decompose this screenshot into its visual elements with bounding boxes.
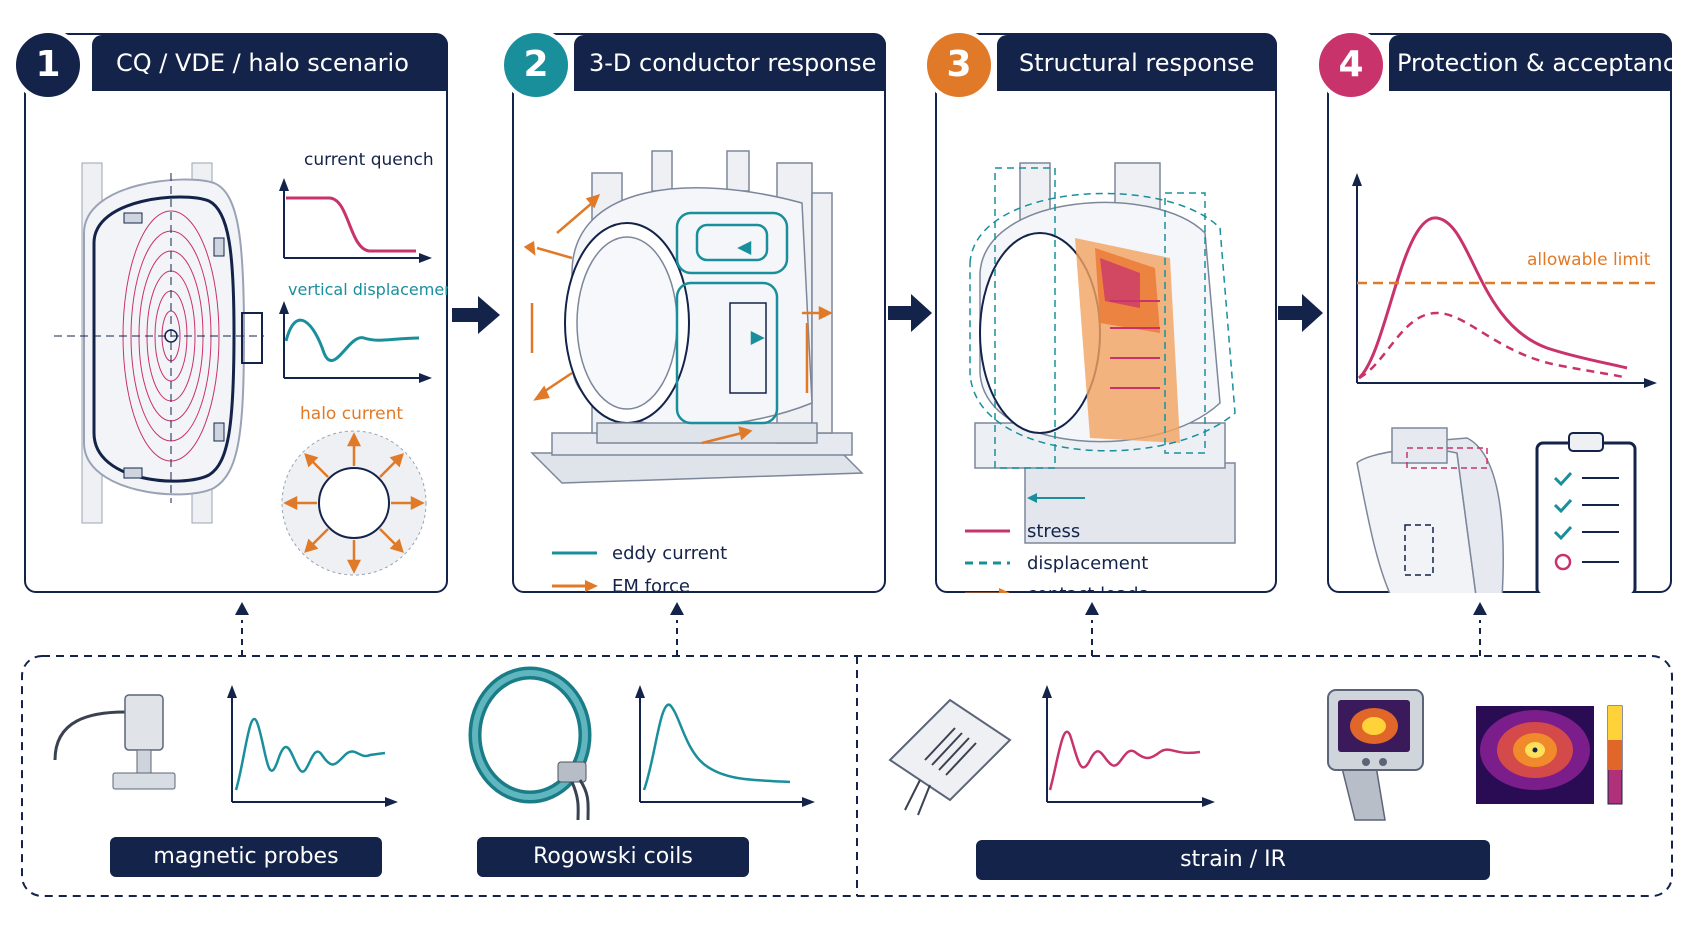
structural-response-illustration: stress displacement contact loads bbox=[965, 162, 1236, 593]
magnetic-probe-signal-plot bbox=[227, 685, 398, 807]
stress-arrows bbox=[1110, 300, 1160, 389]
step-2-panel: 3-D conductor response bbox=[512, 33, 886, 593]
magnetic-probes-label: magnetic probes bbox=[110, 837, 382, 877]
strain-ir-label: strain / IR bbox=[976, 840, 1490, 880]
step-1-panel: CQ / VDE / halo scenario bbox=[24, 33, 448, 593]
halo-current-diagram bbox=[281, 430, 427, 576]
protection-illustration: allowable limit bbox=[1352, 173, 1657, 593]
allowable-limit-label: allowable limit bbox=[1527, 250, 1651, 270]
stress-legend-label: stress bbox=[1027, 521, 1080, 542]
displacement-legend-label: displacement bbox=[1027, 553, 1148, 574]
rogowski-coil-icon bbox=[468, 666, 592, 821]
step-2-badge: 2 bbox=[500, 29, 572, 101]
conductor-3d-model bbox=[530, 150, 864, 484]
step-3-title: Structural response bbox=[1019, 49, 1255, 77]
step-4-header bbox=[1389, 35, 1672, 91]
eddy-current-legend-label: eddy current bbox=[612, 543, 727, 564]
rogowski-signal-plot bbox=[635, 685, 815, 807]
displacement-outline bbox=[969, 167, 1236, 469]
stress-heatmap bbox=[1075, 238, 1180, 443]
conductor-response-illustration: eddy current EM force bbox=[523, 150, 864, 593]
thermal-image-icon bbox=[1476, 705, 1623, 805]
checklist-icon bbox=[1535, 432, 1637, 593]
vertical-displacement-plot bbox=[279, 301, 432, 383]
eddy-current-loops bbox=[675, 211, 789, 425]
component-sketch bbox=[1356, 427, 1504, 593]
step-3-panel: Structural response stress bbox=[935, 33, 1277, 593]
step-1-badge: 1 bbox=[12, 29, 84, 101]
strain-gauge-icon bbox=[888, 698, 1012, 816]
magnetic-probe-icon bbox=[53, 694, 176, 790]
strain-signal-plot bbox=[1042, 685, 1215, 807]
step-1-header bbox=[92, 35, 448, 91]
current-quench-plot bbox=[279, 178, 432, 263]
halo-current-label: halo current bbox=[300, 404, 403, 424]
peak-load-plot bbox=[1352, 173, 1657, 388]
vertical-displacement-label: vertical displacement bbox=[288, 280, 448, 299]
step-3-badge: 3 bbox=[923, 29, 995, 101]
ir-camera-icon bbox=[1327, 689, 1424, 821]
step-4-panel: Protection & acceptance allowable limit bbox=[1327, 33, 1691, 593]
step-2-title: 3-D conductor response bbox=[589, 49, 877, 77]
step-2-header bbox=[574, 35, 886, 91]
em-force-arrows bbox=[523, 194, 833, 445]
step-4-title: Protection & acceptance bbox=[1397, 49, 1691, 77]
step-4-badge: 4 bbox=[1315, 29, 1387, 101]
step-1-title: CQ / VDE / halo scenario bbox=[116, 49, 409, 77]
current-quench-label: current quench bbox=[304, 150, 434, 170]
step-3-header bbox=[997, 35, 1277, 91]
em-force-legend-label: EM force bbox=[612, 576, 690, 593]
contact-loads-legend-label: contact loads bbox=[1027, 584, 1148, 593]
vessel-cross-section bbox=[54, 162, 264, 524]
rogowski-coils-label: Rogowski coils bbox=[477, 837, 749, 877]
scenario-illustration: current quench vertical displacement hal… bbox=[54, 150, 448, 576]
